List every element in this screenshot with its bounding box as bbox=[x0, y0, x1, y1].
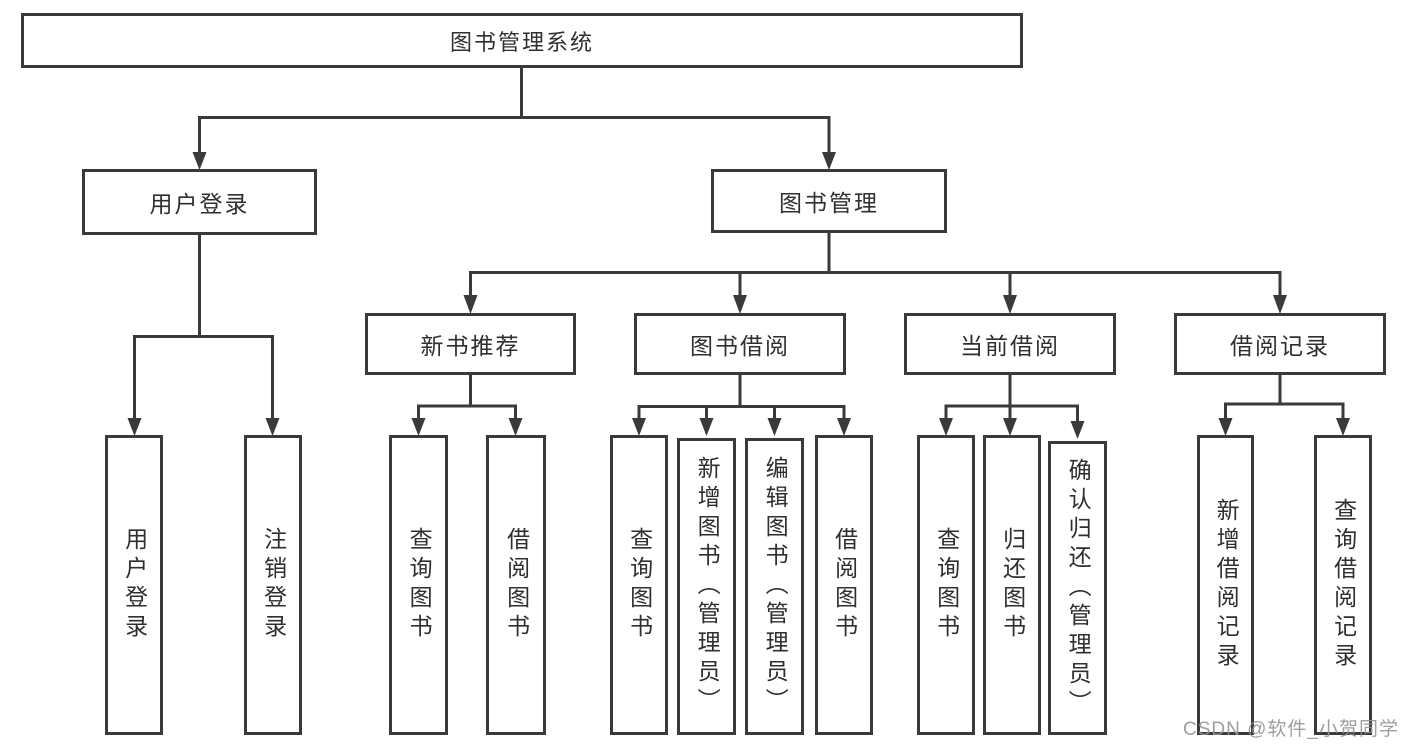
connector-current-borrow-children bbox=[939, 374, 1085, 439]
leaf-bb-query-books: 查询图书 bbox=[610, 435, 668, 735]
leaf-bb-query-books-label: 查询图书 bbox=[626, 527, 653, 643]
leaf-logout: 注销登录 bbox=[244, 435, 302, 735]
leaf-bb-add-books: 新增图书（管理员） bbox=[677, 438, 736, 735]
node-borrow-record-label: 借阅记录 bbox=[1230, 333, 1330, 359]
leaf-cb-confirm-return: 确认归还（管理员） bbox=[1048, 441, 1107, 735]
leaf-br-add-record: 新增借阅记录 bbox=[1197, 435, 1254, 735]
connector-user-login-children bbox=[127, 234, 280, 436]
leaf-nb-borrow-books-label: 借阅图书 bbox=[503, 527, 530, 643]
node-new-book-recommend-label: 新书推荐 bbox=[420, 333, 521, 359]
leaf-cb-return-books-label: 归还图书 bbox=[999, 527, 1026, 643]
node-user-login-label: 用户登录 bbox=[149, 191, 250, 217]
leaf-cb-return-books: 归还图书 bbox=[983, 435, 1041, 735]
node-book-borrow: 图书借阅 bbox=[634, 313, 846, 375]
node-root: 图书管理系统 bbox=[21, 13, 1023, 68]
leaf-cb-query-books: 查询图书 bbox=[917, 435, 975, 735]
leaf-user-login: 用户登录 bbox=[105, 435, 163, 735]
leaf-br-add-record-label: 新增借阅记录 bbox=[1213, 498, 1240, 672]
node-book-management-label: 图书管理 bbox=[779, 190, 879, 216]
leaf-user-login-label: 用户登录 bbox=[121, 527, 148, 643]
node-borrow-record: 借阅记录 bbox=[1174, 313, 1386, 375]
leaf-br-query-record: 查询借阅记录 bbox=[1314, 435, 1372, 735]
connector-new-book-children bbox=[411, 374, 523, 436]
leaf-bb-borrow-books: 借阅图书 bbox=[815, 435, 873, 735]
connector-book-borrow-children bbox=[632, 374, 851, 436]
connector-borrow-record-children bbox=[1218, 374, 1350, 436]
leaf-nb-query-books: 查询图书 bbox=[389, 435, 448, 735]
node-root-label: 图书管理系统 bbox=[449, 29, 594, 55]
leaf-logout-label: 注销登录 bbox=[260, 527, 287, 643]
leaf-nb-borrow-books: 借阅图书 bbox=[486, 435, 546, 735]
leaf-cb-confirm-return-label: 确认归还（管理员） bbox=[1065, 457, 1092, 719]
leaf-bb-edit-books-label: 编辑图书（管理员） bbox=[762, 456, 789, 717]
leaf-bb-edit-books: 编辑图书（管理员） bbox=[745, 438, 804, 735]
leaf-br-query-record-label: 查询借阅记录 bbox=[1330, 498, 1357, 672]
node-new-book-recommend: 新书推荐 bbox=[365, 313, 576, 375]
node-book-management: 图书管理 bbox=[711, 169, 947, 233]
leaf-bb-add-books-label: 新增图书（管理员） bbox=[694, 456, 721, 717]
node-current-borrow: 当前借阅 bbox=[904, 313, 1116, 375]
connector-book-management-sections bbox=[463, 232, 1287, 314]
leaf-nb-query-books-label: 查询图书 bbox=[406, 527, 433, 643]
node-book-borrow-label: 图书借阅 bbox=[690, 333, 790, 359]
watermark: CSDN @软件_小贺同学 bbox=[1183, 719, 1399, 740]
leaf-cb-query-books-label: 查询图书 bbox=[933, 527, 960, 643]
node-current-borrow-label: 当前借阅 bbox=[960, 333, 1060, 359]
leaf-bb-borrow-books-label: 借阅图书 bbox=[831, 527, 858, 643]
node-user-login: 用户登录 bbox=[82, 169, 317, 235]
connector-root-to-level2 bbox=[192, 66, 836, 170]
